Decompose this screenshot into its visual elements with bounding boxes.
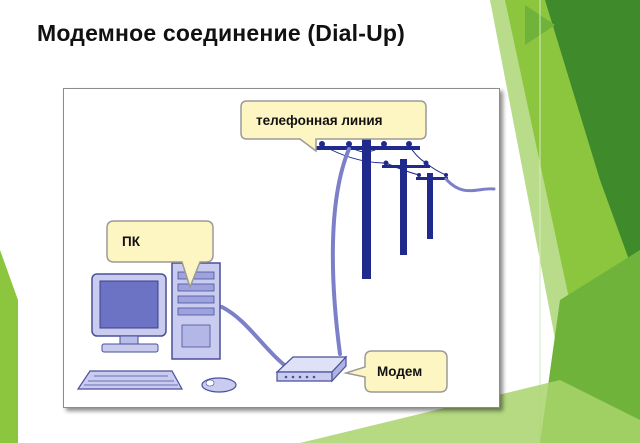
pc-modem-cable [220,305,294,373]
modem-led [312,375,316,379]
deco-bottom-left [0,250,18,443]
deco-dark-green [545,0,640,290]
modem-led [284,375,288,379]
drive-bay [177,295,215,304]
callout-modem: Модем [343,350,448,393]
pole-3-crossarm [416,177,448,180]
modem-side [331,355,347,383]
insulator [346,141,352,147]
callout-pc: ПК [106,220,214,290]
modem-led [291,375,295,379]
monitor-screen [99,280,159,329]
pole-1 [362,137,371,279]
monitor [91,273,167,353]
mouse [201,377,237,393]
deco-bottom-band [300,380,640,443]
monitor-stand [101,343,159,353]
dialup-diagram: телефонная линия ПК Модем [76,100,496,393]
modem [275,355,348,383]
modem-led [305,375,309,379]
slide-title: Модемное соединение (Dial-Up) [37,20,406,46]
line-cable [330,147,351,356]
front-panel [181,324,211,348]
distant-line-cable [444,177,496,193]
cables [220,147,496,373]
pole-3 [427,173,433,239]
monitor-neck [119,335,139,345]
callout-phone-line-label: телефонная линия [256,113,383,128]
mouse-button [205,379,215,387]
drive-bay [177,283,215,292]
keyboard-body [76,370,184,390]
keyboard [76,370,184,390]
telephone-wires [321,144,447,176]
insulator [406,141,412,147]
system-unit [171,262,221,360]
modem-led [298,375,302,379]
callout-modem-label: Модем [377,364,422,379]
pole-2-crossarm [382,165,430,168]
diagram-frame: телефонная линия ПК Модем [63,88,500,408]
callout-pc-label: ПК [122,234,141,249]
pole-1-crossarm [316,146,420,150]
callout-phone-line: телефонная линия [240,100,427,153]
drive-bay [177,307,215,316]
pole-2 [400,159,407,255]
